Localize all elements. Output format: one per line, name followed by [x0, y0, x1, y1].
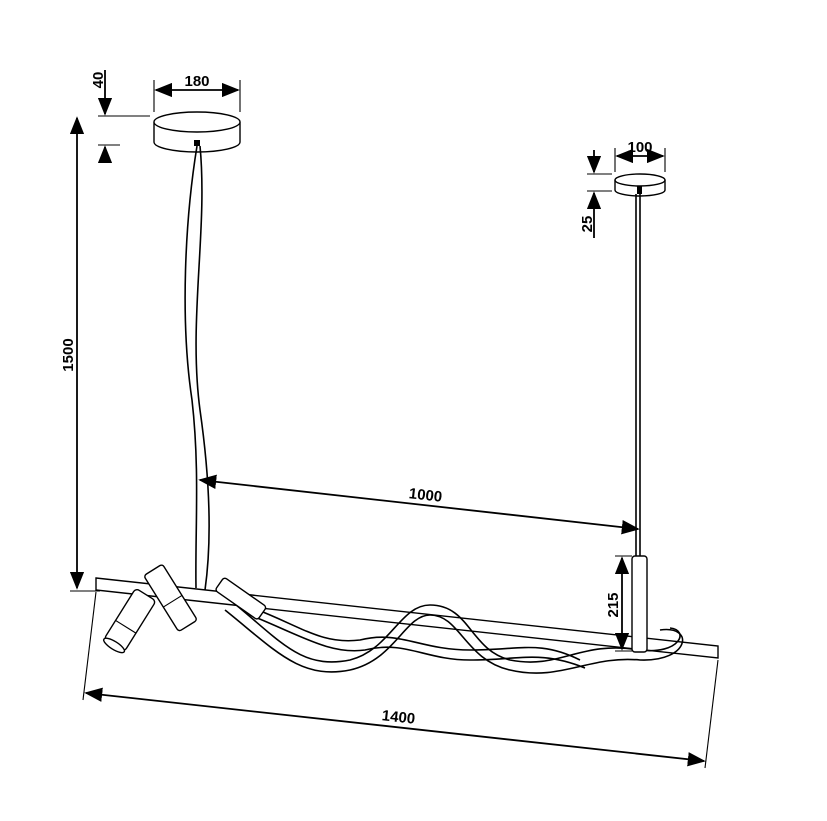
dim-label-180: 180	[184, 73, 209, 90]
left-cable	[184, 145, 210, 591]
dimension-right-canopy-diameter: 100	[614, 139, 666, 172]
dimension-canopy-diameter: 180	[153, 73, 241, 112]
dim-label-1400: 1400	[381, 707, 416, 728]
spotlight-1	[103, 589, 156, 654]
right-connector	[631, 555, 648, 653]
dim-label-215: 215	[605, 592, 622, 617]
dim-label-1500: 1500	[60, 338, 77, 371]
dim-label-40: 40	[90, 72, 107, 89]
dim-label-25: 25	[579, 216, 596, 233]
dimension-connector-height: 215	[605, 555, 632, 652]
dimension-overall-length: 1400	[82, 591, 719, 769]
spotlight-2	[144, 564, 197, 632]
dim-label-100: 100	[627, 139, 652, 156]
dimension-suspension-spacing: 1000	[198, 474, 640, 535]
spotlight-3	[215, 577, 267, 620]
dim-label-1000: 1000	[408, 485, 443, 506]
right-cable	[635, 194, 641, 556]
right-canopy	[614, 173, 666, 197]
left-canopy	[153, 111, 241, 153]
dimension-canopy-height: 40	[90, 70, 150, 164]
dimension-suspension-height: 1500	[60, 116, 100, 592]
dimension-right-canopy-height: 25	[579, 150, 612, 238]
